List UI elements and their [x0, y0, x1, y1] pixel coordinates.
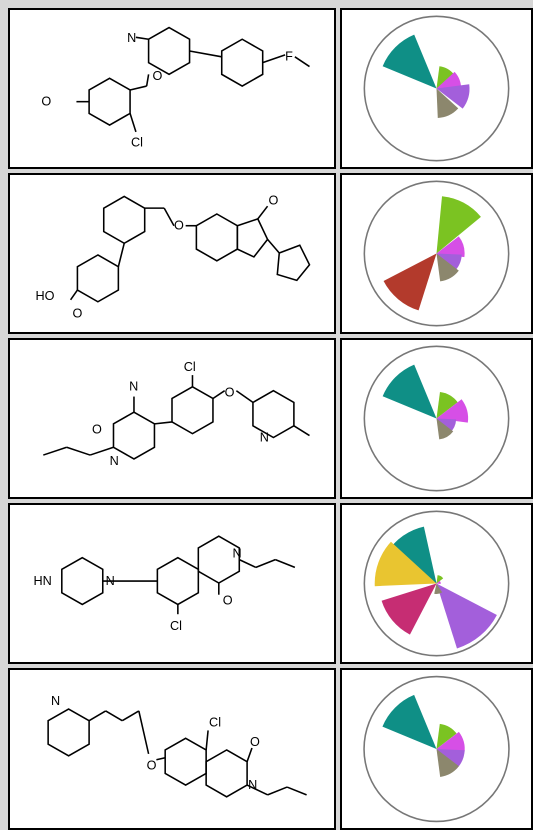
pie-slice [436, 583, 497, 649]
pie-slice [436, 236, 465, 258]
atom-label: N [51, 694, 60, 708]
pie-slice [436, 392, 458, 419]
atom-label: O [92, 423, 102, 437]
atom-label: N [232, 547, 241, 561]
atom-label: N [127, 31, 136, 45]
atom-label: N [260, 430, 269, 444]
atom-label: O [152, 69, 162, 83]
pie-slice [436, 749, 465, 770]
atom-label: N [110, 454, 119, 468]
atom-label: F [285, 50, 293, 64]
pie-slice [381, 583, 437, 635]
pie-cell-2 [340, 173, 533, 334]
molecule-structure-5: N Cl O O N [47, 694, 307, 798]
pie-slice [436, 84, 470, 109]
pie-slice [382, 694, 437, 749]
molecule-structure-1: O N O Cl F [41, 26, 310, 150]
pie-slice [434, 583, 443, 595]
pie-slice [436, 749, 459, 777]
pie-cell-1 [340, 8, 533, 169]
pie-slice [436, 196, 481, 254]
atom-label: HN [34, 574, 52, 588]
atom-label: O [73, 306, 83, 320]
atom-label: Cl [209, 716, 221, 730]
atom-label: O [269, 193, 279, 207]
molecule-cell-1: O N O Cl F [8, 8, 336, 169]
pie-slice [436, 731, 465, 753]
pie-slice [436, 723, 457, 749]
molecule-cell-4: HN N N O Cl [8, 503, 336, 664]
atom-label: O [41, 95, 51, 109]
atom-label: O [147, 758, 157, 772]
atom-label: N [248, 778, 257, 792]
molecule-structure-4: HN N N O Cl [34, 535, 296, 633]
pie-slice [387, 526, 437, 584]
pie-slice [436, 88, 459, 118]
pie-chart-3 [363, 345, 510, 492]
pie-slice [436, 253, 462, 273]
molecule-structure-2: O O HO O [35, 193, 311, 320]
pie-slice [382, 364, 437, 419]
atom-label: Cl [131, 136, 143, 150]
pie-slice [436, 66, 455, 89]
pie-chart-5 [363, 675, 510, 823]
pie-slice [436, 399, 469, 423]
molecule-cell-2: O O HO O [8, 173, 336, 334]
pie-chart-4 [363, 510, 510, 657]
molecule-structure-3: N Cl O O N N [43, 360, 310, 468]
pie-slice [374, 541, 437, 587]
molecule-cell-5: N Cl O O N [8, 668, 336, 830]
atom-label: O [250, 735, 260, 749]
pie-slice [436, 418, 457, 433]
atom-label: HO [35, 289, 54, 303]
molecule-cell-3: N Cl O O N N [8, 338, 336, 499]
pie-cell-5 [340, 668, 533, 830]
pie-cell-3 [340, 338, 533, 499]
atom-label: O [174, 219, 184, 233]
atom-label: Cl [184, 360, 196, 374]
pie-cell-4 [340, 503, 533, 664]
pie-slice [436, 575, 444, 584]
pie-slice [436, 253, 459, 282]
pie-slice [383, 253, 437, 311]
atom-label: O [225, 386, 235, 400]
pie-outline [363, 15, 510, 162]
pie-slice [382, 34, 437, 89]
atom-label: Cl [170, 619, 182, 633]
atom-label: N [106, 574, 115, 588]
pie-slice [436, 71, 462, 90]
pie-chart-2 [363, 180, 510, 327]
atom-label: O [223, 593, 233, 607]
pie-slice [436, 418, 454, 440]
pie-slice [436, 580, 441, 585]
pie-chart-1 [363, 15, 510, 162]
atom-label: N [129, 380, 138, 394]
